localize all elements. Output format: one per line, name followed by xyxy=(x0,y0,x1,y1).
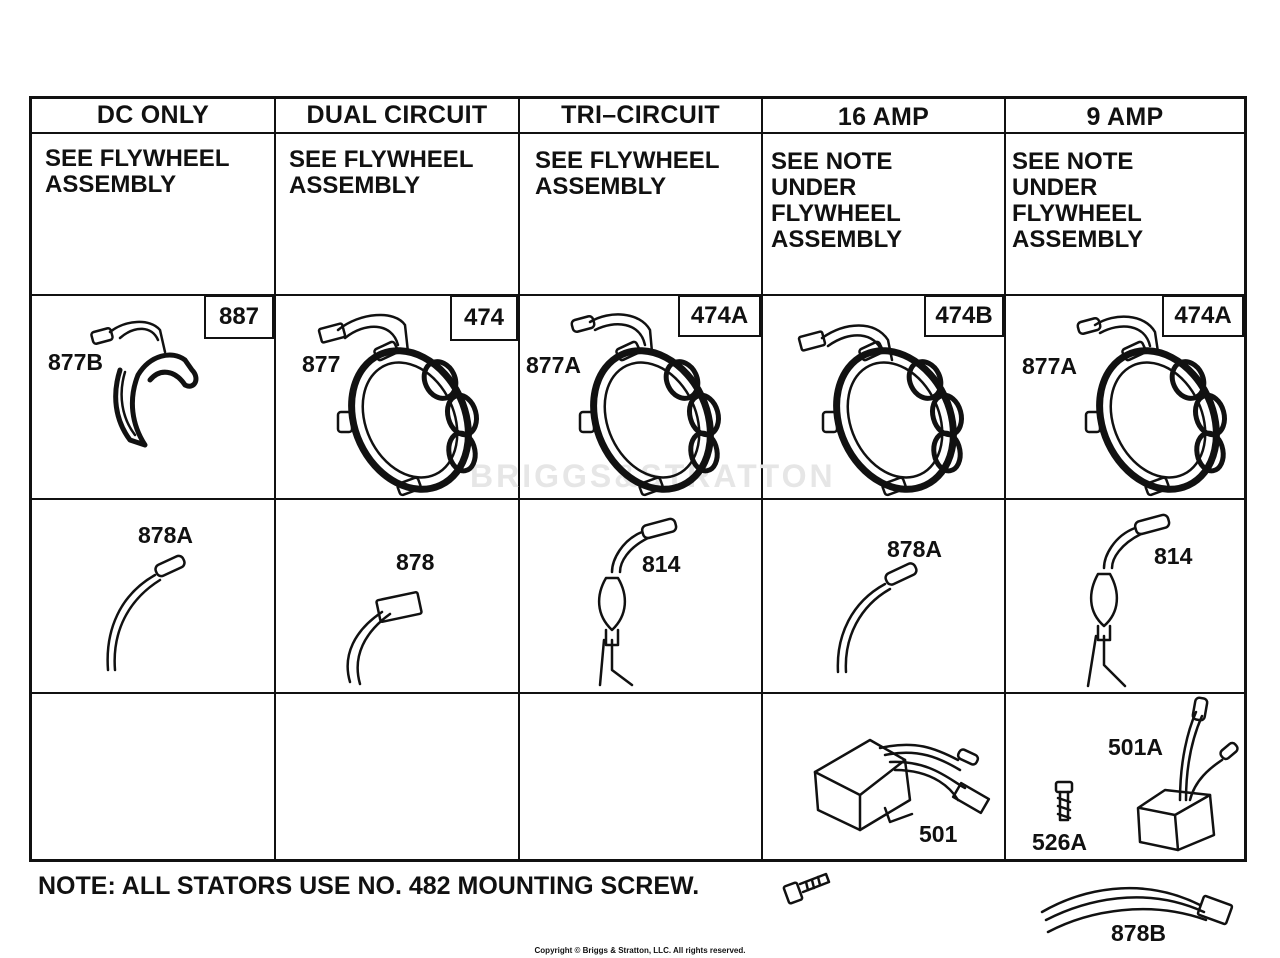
col-divider-3 xyxy=(761,96,763,862)
header-tri-circuit: TRI–CIRCUIT xyxy=(561,100,720,129)
screw-icon xyxy=(782,872,831,905)
header-divider xyxy=(29,132,1247,134)
part-box-474b: 474B xyxy=(924,295,1004,337)
stator-coil-icon xyxy=(1078,332,1239,509)
row-divider-3 xyxy=(29,692,1247,694)
screw-icon xyxy=(1054,780,1074,822)
label-878a-16amp: 878A xyxy=(887,536,942,562)
mounting-screw-note: NOTE: ALL STATORS USE NO. 482 MOUNTING S… xyxy=(38,872,700,900)
stator-coil-icon xyxy=(815,332,976,509)
col-divider-2 xyxy=(518,96,520,862)
label-877a: 877A xyxy=(526,352,581,378)
part-box-474: 474 xyxy=(450,295,518,341)
part-box-474a-9amp: 474A xyxy=(1162,295,1244,337)
header-dc-only: DC ONLY xyxy=(96,100,210,129)
stator-coil-icon xyxy=(572,332,733,509)
note-9-amp: SEE NOTE UNDER FLYWHEEL ASSEMBLY xyxy=(1012,148,1144,253)
wire-lead-icon xyxy=(1086,513,1171,688)
note-16-amp: SEE NOTE UNDER FLYWHEEL ASSEMBLY xyxy=(771,148,903,253)
part-box-474a: 474A xyxy=(678,295,761,337)
harness-icon xyxy=(1040,886,1234,934)
header-dual-circuit: DUAL CIRCUIT xyxy=(306,100,488,129)
row-divider-1 xyxy=(29,294,1247,296)
wire-lead-icon xyxy=(598,517,678,687)
label-501: 501 xyxy=(919,821,958,847)
label-877b: 877B xyxy=(48,349,103,375)
regulator-icon xyxy=(813,738,991,832)
stator-coil-icon xyxy=(330,332,491,509)
regulator-icon xyxy=(1136,696,1239,852)
col-divider-1 xyxy=(274,96,276,862)
note-dual-circuit: SEE FLYWHEEL ASSEMBLY xyxy=(289,146,474,199)
wire-lead-icon xyxy=(106,554,186,672)
label-526a: 526A xyxy=(1032,829,1087,855)
note-dc-only: SEE FLYWHEEL ASSEMBLY xyxy=(45,145,230,198)
note-tri-circuit: SEE FLYWHEEL ASSEMBLY xyxy=(535,147,720,200)
stator-coil-icon xyxy=(90,320,199,448)
parts-table xyxy=(29,96,1247,862)
copyright: Copyright © Briggs & Stratton, LLC. All … xyxy=(534,946,746,955)
label-877: 877 xyxy=(302,351,341,377)
wire-lead-icon xyxy=(346,590,423,686)
label-878b: 878B xyxy=(1111,920,1166,946)
wire-lead-icon xyxy=(836,562,918,674)
col-divider-4 xyxy=(1004,96,1006,862)
label-814: 814 xyxy=(642,551,681,577)
header-9-amp: 9 AMP xyxy=(1086,102,1164,131)
label-814-9amp: 814 xyxy=(1154,543,1193,569)
label-877a-9amp: 877A xyxy=(1022,353,1077,379)
label-501a: 501A xyxy=(1108,734,1163,760)
label-878: 878 xyxy=(396,549,435,575)
label-878a: 878A xyxy=(138,522,193,548)
part-box-887: 887 xyxy=(204,295,274,339)
header-16-amp: 16 AMP xyxy=(837,102,930,131)
row-divider-2 xyxy=(29,498,1247,500)
